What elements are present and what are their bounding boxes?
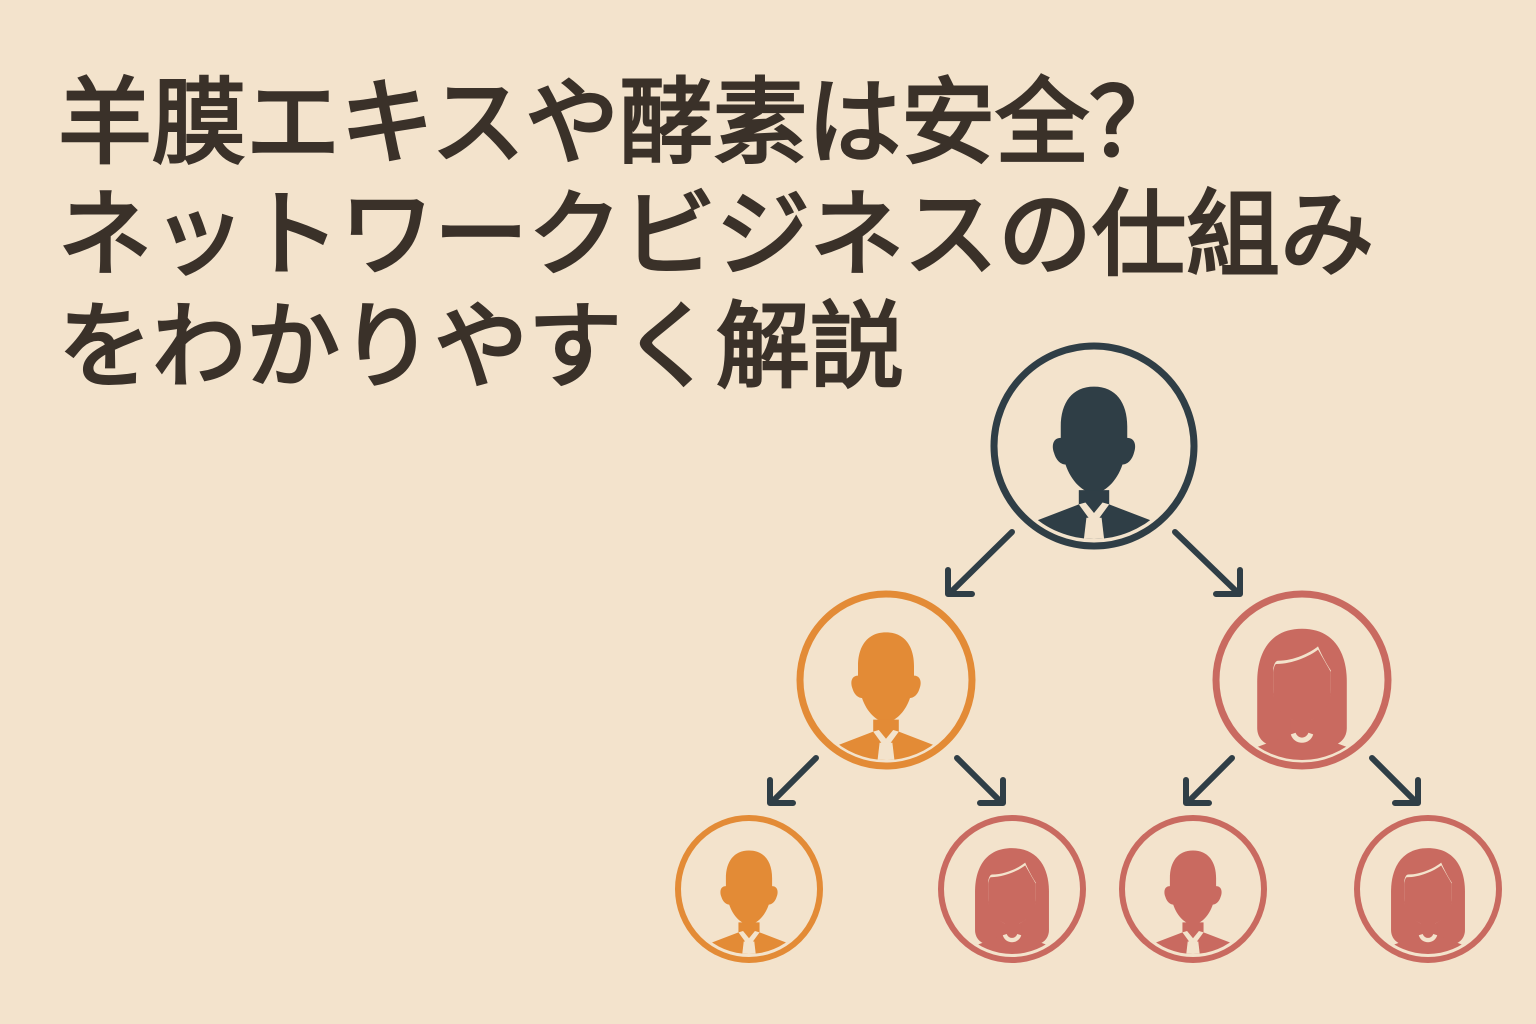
arrow-mid-right-to-bottom-3 — [1183, 755, 1235, 806]
node-top-man — [990, 342, 1198, 550]
title-line-3: をわかりやすく解説 — [58, 293, 905, 402]
node-bottom-2-woman — [938, 815, 1086, 963]
arrow-top-to-mid-right — [1172, 529, 1243, 597]
arrow-mid-left-to-bottom-1 — [767, 755, 819, 806]
node-bottom-3-man — [1119, 815, 1267, 963]
arrow-top-to-mid-left — [945, 529, 1015, 597]
node-bottom-1-man — [675, 815, 823, 963]
title-line-1: 羊膜エキスや酵素は安全？ — [58, 69, 1184, 178]
arrow-mid-left-to-bottom-2 — [954, 755, 1006, 806]
node-mid-left-man — [796, 590, 976, 770]
title-line-2: ネットワークビジネスの仕組み — [58, 181, 1375, 290]
node-mid-right-woman — [1212, 590, 1392, 770]
arrow-mid-right-to-bottom-4 — [1369, 755, 1421, 806]
page-title: 羊膜エキスや酵素は安全？ ネットワークビジネスの仕組み をわかりやすく解説 — [58, 68, 1498, 404]
node-bottom-4-woman — [1354, 815, 1502, 963]
